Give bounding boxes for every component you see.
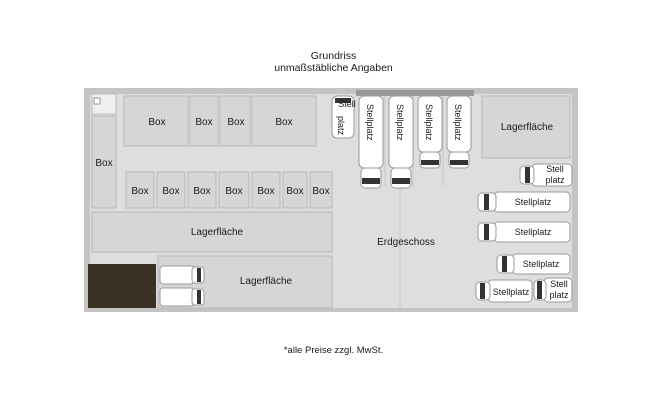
stellplatz-narrow-label-1: Stell bbox=[338, 99, 356, 109]
van-right-1 bbox=[477, 191, 571, 213]
stellplatz-right-2-label: Stellplatz bbox=[515, 227, 552, 237]
box-row2-1 bbox=[125, 171, 155, 209]
box-row2-3 bbox=[187, 171, 217, 209]
van-vertical-4 bbox=[446, 95, 472, 169]
van-vertical-2 bbox=[388, 95, 414, 189]
lager-right-label: Lagerfläche bbox=[501, 122, 554, 133]
box-row2-label: Box bbox=[225, 186, 242, 197]
van-vertical-3 bbox=[417, 95, 443, 169]
box-row2-5 bbox=[251, 171, 281, 209]
lager-right bbox=[481, 95, 571, 159]
box-top-1 bbox=[123, 95, 189, 147]
van-bl-1 bbox=[159, 265, 205, 285]
stellplatz-vertical-label: Stellplatz bbox=[424, 104, 434, 141]
gate bbox=[356, 90, 474, 96]
stellplatz-vertical-label: Stellplatz bbox=[365, 104, 375, 141]
price-footnote: *alle Preise zzgl. MwSt. bbox=[283, 345, 384, 356]
erdgeschoss-label: Erdgeschoss bbox=[377, 237, 435, 248]
lager-mid bbox=[91, 211, 333, 253]
stair-icon bbox=[93, 97, 101, 105]
lager-mid-label: Lagerfläche bbox=[191, 227, 244, 238]
lager-bottom-label: Lagerfläche bbox=[240, 276, 293, 287]
plan-title: Grundriss bbox=[310, 50, 357, 62]
box-top-3 bbox=[219, 95, 251, 147]
box-row2-label: Box bbox=[257, 186, 274, 197]
box-row2-6 bbox=[282, 171, 308, 209]
van-right-2 bbox=[477, 221, 571, 243]
box-left bbox=[91, 115, 117, 209]
box-top-2-label: Box bbox=[195, 117, 212, 128]
stellplatz-bottom-left-label: Stellplatz bbox=[493, 287, 530, 297]
stellplatz-vertical-label: Stellplatz bbox=[453, 104, 463, 141]
box-top-1-label: Box bbox=[148, 117, 165, 128]
van-right-3 bbox=[496, 253, 571, 275]
box-top-3-label: Box bbox=[227, 117, 244, 128]
van-narrow bbox=[331, 95, 355, 139]
stellplatz-right-1-label: Stellplatz bbox=[515, 197, 552, 207]
van-bl-2 bbox=[159, 287, 205, 307]
box-left-label: Box bbox=[95, 158, 112, 169]
stellplatz-bottom-right-label-2: platz bbox=[549, 290, 569, 300]
box-top-4-label: Box bbox=[275, 117, 292, 128]
box-row2-4 bbox=[218, 171, 250, 209]
box-top-4 bbox=[251, 95, 317, 147]
van-vertical-1 bbox=[358, 95, 384, 189]
box-top-2 bbox=[189, 95, 219, 147]
van-bottom-right bbox=[533, 277, 573, 303]
stellplatz-bottom-right-label-1: Stell bbox=[550, 279, 568, 289]
box-row2-7 bbox=[309, 171, 333, 209]
box-row2-label: Box bbox=[312, 186, 329, 197]
stellplatz-narrow-label-2: platz bbox=[336, 116, 346, 136]
van-right-top bbox=[519, 163, 573, 187]
stellplatz-right-top-label-1: Stell bbox=[546, 164, 564, 174]
dark-area bbox=[88, 264, 156, 308]
stellplatz-right-3-label: Stellplatz bbox=[523, 259, 560, 269]
box-row2-label: Box bbox=[131, 186, 148, 197]
stellplatz-vertical-label: Stellplatz bbox=[395, 104, 405, 141]
van-bottom-left bbox=[475, 279, 533, 303]
box-row2-label: Box bbox=[193, 186, 210, 197]
stellplatz-right-top-label-2: platz bbox=[545, 175, 565, 185]
box-row2-label: Box bbox=[162, 186, 179, 197]
box-row2-2 bbox=[156, 171, 186, 209]
box-row2-label: Box bbox=[286, 186, 303, 197]
plan-subtitle: unmaßstäbliche Angaben bbox=[274, 62, 393, 74]
